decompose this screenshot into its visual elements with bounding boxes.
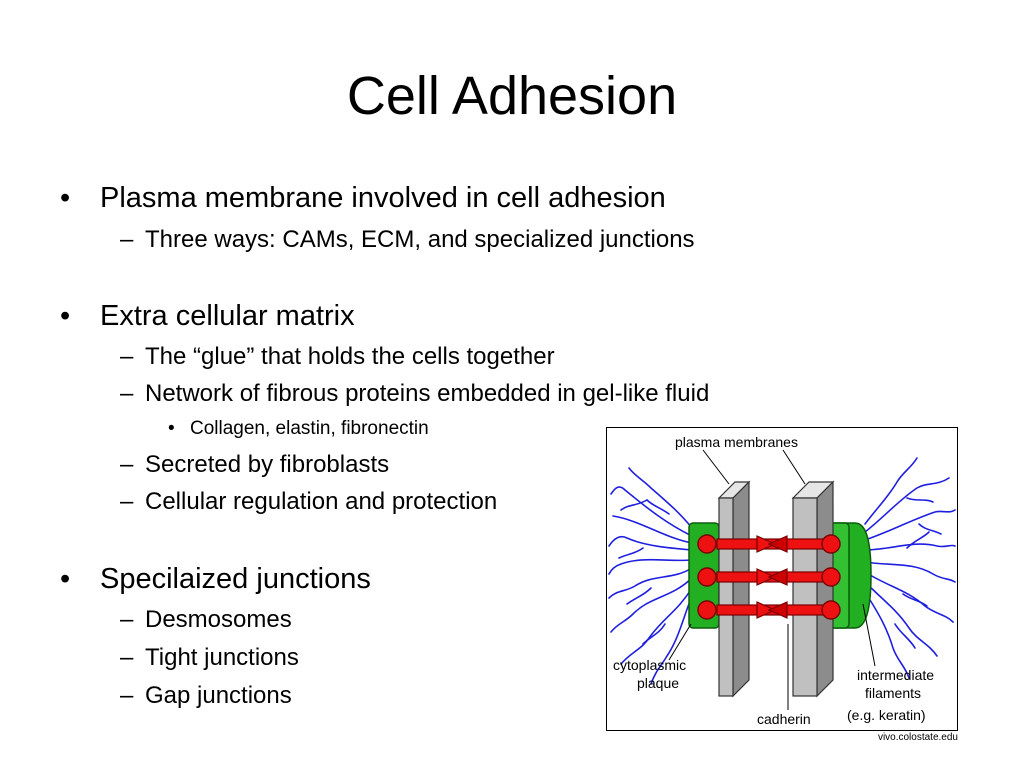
sub-bullet-item: Network of fibrous proteins embedded in … <box>145 380 710 407</box>
sub-bullet-marker: – <box>120 343 134 370</box>
sub-bullet-item: Secreted by fibroblasts <box>145 451 390 478</box>
cadherin-proteins <box>697 534 841 620</box>
sub-bullet-marker: – <box>120 488 134 515</box>
bullet-item: Specilaized junctions <box>100 563 371 595</box>
bullet-marker: • <box>60 182 71 214</box>
sub-bullet-item: Three ways: CAMs, ECM, and specialized j… <box>145 226 695 253</box>
bullet-item: Extra cellular matrix <box>100 300 355 332</box>
sub-sub-bullet-item: Collagen, elastin, fibronectin <box>190 418 429 439</box>
image-credit: vivo.colostate.edu <box>877 732 958 743</box>
sub-bullet-item: The “glue” that holds the cells together <box>145 343 555 370</box>
label-leader-lines <box>668 449 876 710</box>
sub-bullet-marker: – <box>120 226 134 253</box>
label-plasma-membranes: plasma membranes <box>675 434 798 450</box>
sub-bullet-marker: – <box>120 606 134 633</box>
desmosome-diagram: plasma membranes cytoplasmic plaque cadh… <box>606 427 958 731</box>
bullet-item: Plasma membrane involved in cell adhesio… <box>100 182 666 214</box>
label-filaments: filaments <box>865 685 921 701</box>
intermediate-filaments-right <box>864 457 956 679</box>
sub-bullet-marker: – <box>120 682 134 709</box>
bullet-marker: • <box>60 563 71 595</box>
sub-bullet-item: Gap junctions <box>145 682 292 709</box>
sub-bullet-item: Tight junctions <box>145 644 299 671</box>
plasma-membrane-right <box>791 480 835 698</box>
sub-bullet-marker: – <box>120 451 134 478</box>
label-intermediate: intermediate <box>857 667 934 683</box>
slide-title: Cell Adhesion <box>346 66 678 126</box>
label-keratin: (e.g. keratin) <box>847 707 926 723</box>
sub-bullet-item: Desmosomes <box>145 606 292 633</box>
sub-bullet-item: Cellular regulation and protection <box>145 488 498 515</box>
bullet-marker: • <box>60 300 71 332</box>
plasma-membrane-left <box>717 480 751 698</box>
label-plaque: plaque <box>637 675 679 691</box>
label-cytoplasmic: cytoplasmic <box>613 657 686 673</box>
sub-sub-bullet-marker: • <box>168 418 175 439</box>
label-cadherin: cadherin <box>757 711 811 727</box>
intermediate-filaments-left <box>608 467 693 685</box>
sub-bullet-marker: – <box>120 380 134 407</box>
sub-bullet-marker: – <box>120 644 134 671</box>
